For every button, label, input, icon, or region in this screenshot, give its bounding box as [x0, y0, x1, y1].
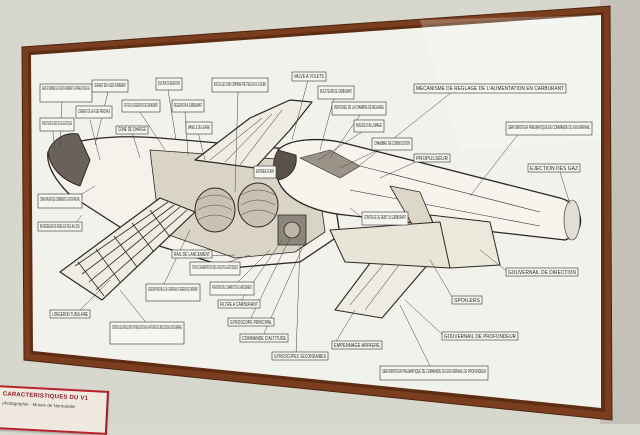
air-bottle-1	[194, 187, 236, 233]
upper-wing-ribs	[209, 109, 283, 166]
rear-fuselage	[329, 221, 451, 269]
callout-fuel-regulator: MECANISME DE REGLAGE DE L'ALIMENTATION E…	[413, 83, 567, 94]
callout-nose-striker: PERCUTEUR DE NEZ DE FIL ELECTRIQUE	[39, 117, 75, 132]
label-tank-cap: BOUCHON DU RESERVOIR	[158, 81, 180, 87]
callout-injectors: INJECTEURS DE CARBURANT	[317, 85, 355, 100]
callout-tank-cap: BOUCHON DU RESERVOIR	[155, 77, 183, 91]
label-engine: PROPULSEUR	[416, 156, 448, 162]
label-ground-switch: INVERSEUR DE MISE EN FEU AU SOL	[40, 224, 80, 230]
callout-spark-plug: BOUGIE D'ALLUMAGE	[353, 119, 385, 133]
museum-photo: RELAIS DE COMMANDE DE LA SECURITE D'ARME…	[0, 0, 640, 424]
exhibit-placard: CARACTERISTIQUES DU V1 photographie - Mu…	[0, 385, 110, 435]
label-air-bottles: BOUTEILLES D'AIR COMPRIME FRETTEES DE FI…	[214, 82, 266, 88]
callout-tank-filter: FILTRE DU RESERVOIR DE CARBURANT	[121, 99, 161, 113]
label-fuel-regulator: MECANISME DE REGLAGE DE L'ALIMENTATION E…	[416, 86, 564, 92]
callout-carriage-mount: FIXATION DU CHARIOT DE LANCEMENT	[209, 281, 255, 296]
callout-tubular-spar: LONGERON TUBULAIRE	[49, 309, 91, 319]
label-flap-valve: VALVE A VOLETS	[294, 74, 324, 80]
label-main-gyro: GYROSCOPE PRINCIPAL	[230, 320, 272, 326]
bottle-winding	[197, 189, 276, 221]
callout-secondary-gyros: GYROSCOPES SECONDAIRES	[271, 351, 329, 361]
lower-wing-ribs	[74, 201, 188, 297]
callout-arming-relay: RELAIS DE COMMANDE DE LA SECURITE D'ARME…	[39, 83, 93, 103]
label-wing-spar: LONGERON PRINCIPAL DE L'AILE TRAVERSANT …	[148, 287, 198, 293]
callout-lifting-shackle: MANILLE DE LEVAGE	[185, 121, 213, 135]
label-combustion-chamber: CHAMBRE DE COMBUSTION	[374, 141, 410, 147]
callout-fuel-filter: FILTRE A CARBURANT	[217, 299, 261, 309]
callout-main-gyro: GYROSCOPE PRINCIPAL	[227, 317, 275, 327]
label-rudder-servo: SERVOMOTEUR PNEUMATIQUE DE COMMANDE DU G…	[508, 125, 590, 131]
label-elevator-servo: SERVOMOTEUR PNEUMATIQUE DE COMMANDE DU G…	[382, 369, 486, 375]
label-tank-filter: FILTRE DU RESERVOIR DE CARBURANT	[124, 103, 158, 109]
label-injectors: INJECTEURS DE CARBURANT	[320, 89, 352, 95]
callout-elevator: GOUVERNAIL DE PROFONDEUR	[441, 331, 519, 341]
label-electrical-pipe: TUYAU D'ALIMENTATION DES CIRCUITS ELECTR…	[192, 265, 238, 271]
label-main-fuze: LOGEMENT DE LA FUSEE PRINCIPALE	[78, 109, 110, 115]
jet-intake	[273, 149, 297, 181]
callout-electrical-pipe: TUYAU D'ALIMENTATION DES CIRCUITS ELECTR…	[189, 261, 241, 276]
gyro	[283, 221, 301, 239]
nose-cone	[47, 133, 91, 187]
air-bottle-2	[237, 182, 279, 228]
label-spark-plug: BOUGIE D'ALLUMAGE	[356, 123, 382, 129]
v1-drawing	[47, 99, 582, 319]
callout-rudder: GOUVERNAIL DE DIRECTION	[505, 267, 579, 277]
label-arming-relay: RELAIS DE COMMANDE DE LA SECURITE D'ARME…	[42, 86, 90, 92]
label-fuel-tank: RESERVOIR A CARBURANT	[174, 103, 202, 109]
callout-air-intake: ENTREE D'AIR	[253, 165, 277, 179]
label-secondary-gyros: GYROSCOPES SECONDAIRES	[274, 354, 326, 360]
label-launch-rail: RAIL DE LANCEMENT	[174, 252, 210, 258]
label-rudder: GOUVERNAIL DE DIRECTION	[508, 270, 576, 276]
callouts: RELAIS DE COMMANDE DE LA SECURITE D'ARME…	[37, 71, 593, 381]
label-tubular-spar: LONGERON TUBULAIRE	[52, 312, 88, 318]
callout-wing-spar: LONGERON PRINCIPAL DE L'AILE TRAVERSANT …	[145, 283, 201, 302]
callout-flap-valve: VALVE A VOLETS	[291, 71, 327, 82]
callout-air-bottles: BOUTEILLES D'AIR COMPRIME FRETTEES DE FI…	[211, 77, 269, 93]
callout-main-fuze: LOGEMENT DE LA FUSEE PRINCIPALE	[75, 105, 113, 119]
callout-exhaust: EJECTION DES GAZ	[527, 163, 581, 173]
callout-tail-unit: EMPENNAGE ARRIERE	[331, 340, 383, 350]
label-fuel-filter: FILTRE A CARBURANT	[220, 302, 258, 308]
label-spoilers: SPOILERS	[454, 298, 481, 304]
callout-spoilers: SPOILERS	[451, 295, 483, 305]
label-carriage-mount: FIXATION DU CHARIOT DE LANCEMENT	[212, 285, 252, 291]
glass-glare	[420, 15, 601, 150]
callout-combustion-chamber: CHAMBRE DE COMBUSTION	[371, 137, 413, 151]
callout-fuze-housing: LOGEMENT DES FUSEES D'ARMEMENT	[91, 79, 129, 93]
callout-altitude-control: COMMANDE D'ALTITUDE	[239, 333, 289, 343]
label-altitude-control: COMMANDE D'ALTITUDE	[242, 336, 286, 342]
label-exhaust: EJECTION DES GAZ	[530, 166, 578, 172]
label-air-intake: ENTREE D'AIR	[256, 169, 274, 175]
callout-compass: COMPAS MAGNETIQUE COMMANDANT LE GYRO PRI…	[37, 193, 83, 209]
callout-venturi: VENTURES DE LA CHAMBRE DE MELANGE	[331, 101, 387, 116]
placard-subtitle: photographie - Musee de Normandie	[2, 400, 76, 410]
callout-warhead: CONE DE CHARGE	[115, 125, 149, 135]
callout-rudder-servo: SERVOMOTEUR PNEUMATIQUE DE COMMANDE DU G…	[505, 121, 593, 136]
label-warhead: CONE DE CHARGE	[118, 127, 146, 133]
callout-ground-switch: INVERSEUR DE MISE EN FEU AU SOL	[37, 221, 83, 232]
label-balloon-cutter: CONTOUR LISSE DANS LE BORD D'ATTAQUE DES…	[112, 325, 182, 331]
callout-elevator-servo: SERVOMOTEUR PNEUMATIQUE DE COMMANDE DU G…	[379, 365, 489, 381]
label-fuze-housing: LOGEMENT DES FUSEES D'ARMEMENT	[94, 83, 126, 89]
label-elevator: GOUVERNAIL DE PROFONDEUR	[444, 334, 516, 340]
callout-engine: PROPULSEUR	[413, 153, 451, 163]
callout-launch-rail: RAIL DE LANCEMENT	[171, 249, 213, 259]
label-venturi: VENTURES DE LA CHAMBRE DE MELANGE	[334, 105, 384, 111]
label-nose-striker: PERCUTEUR DE NEZ DE FIL ELECTRIQUE	[42, 121, 72, 127]
label-tail-unit: EMPENNAGE ARRIERE	[334, 343, 380, 349]
callout-fuel-tank: RESERVOIR A CARBURANT	[171, 99, 205, 113]
label-lifting-shackle: MANILLE DE LEVAGE	[188, 125, 210, 131]
callout-balloon-cutter: CONTOUR LISSE DANS LE BORD D'ATTAQUE DES…	[109, 321, 185, 345]
callout-fuel-flow: CONTROLE DE DEBIT DU CARBURANT	[361, 211, 409, 226]
label-fuel-flow: CONTROLE DE DEBIT DU CARBURANT	[364, 215, 406, 221]
label-compass: COMPAS MAGNETIQUE COMMANDANT LE GYRO PRI…	[40, 197, 80, 203]
